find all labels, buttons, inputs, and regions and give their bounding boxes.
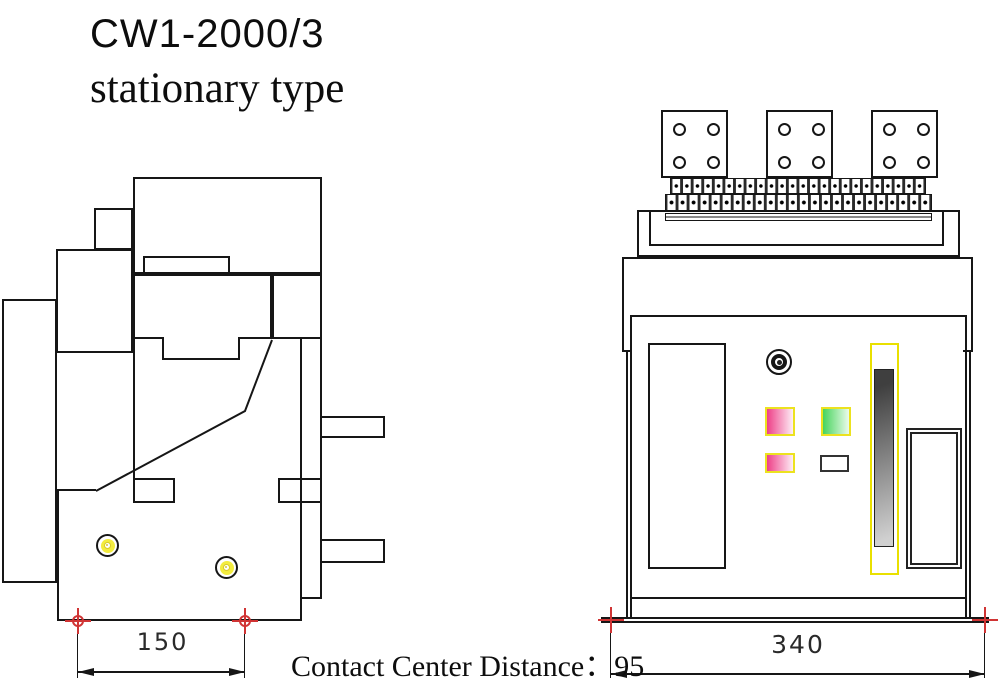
mount-type-title: stationary type: [90, 65, 345, 112]
operating-handle-bar: [874, 369, 894, 547]
front-right-step-line: [963, 350, 973, 352]
front-panel-top-line: [630, 315, 967, 317]
dimension-line: [78, 671, 245, 673]
bolt-hole-icon: [812, 156, 825, 169]
bolt-hole-icon: [778, 123, 791, 136]
contact-center-distance-value: 95: [614, 650, 645, 683]
extension-line: [77, 634, 78, 678]
bolt-hole-icon: [673, 123, 686, 136]
side-rail-outer-line: [320, 339, 322, 599]
nameplate-window-inner: [910, 432, 958, 565]
screw-head-icon: [215, 556, 238, 579]
side-bottom-notch-outline: [162, 337, 240, 360]
datum-marker-icon: [232, 608, 258, 634]
dimension-line: [611, 673, 985, 675]
contact-center-distance-label: Contact Center Distance：: [291, 650, 615, 683]
side-lower-tab-outline: [320, 539, 385, 563]
secondary-terminal-strip-row2: [665, 194, 932, 211]
side-left-crossbar-outline: [133, 478, 175, 503]
datum-marker-icon: [598, 607, 624, 633]
datum-marker-icon: [972, 607, 998, 633]
terminal-rail-bar: [665, 213, 932, 221]
side-left-edge-line: [133, 339, 135, 478]
panel-label-window-outline: [648, 343, 726, 569]
front-panel-bottom-line: [630, 597, 967, 599]
extension-line: [984, 633, 985, 678]
screw-head-icon: [96, 534, 119, 557]
charging-knob-icon: [766, 349, 792, 375]
bolt-hole-icon: [917, 123, 930, 136]
bolt-hole-icon: [707, 123, 720, 136]
bolt-hole-icon: [883, 156, 896, 169]
bolt-hole-icon: [707, 156, 720, 169]
side-mid-right-column-outline: [272, 274, 322, 339]
front-left-step-line: [622, 350, 632, 352]
dimension-arrow-icon: [229, 668, 245, 676]
white-indicator-window: [820, 455, 849, 472]
front-right-wall-inner-line: [965, 315, 967, 620]
side-base-left-line: [57, 489, 59, 621]
model-title: CW1-2000/3: [90, 12, 325, 56]
bolt-hole-icon: [883, 123, 896, 136]
side-rail-cap-line: [300, 597, 322, 599]
pink-indicator-small: [765, 453, 795, 473]
terminal-pad-outline: [766, 110, 833, 178]
side-rail-inner-line: [300, 339, 302, 621]
front-body-upper-band: [622, 257, 973, 352]
side-upper-left-block-outline: [94, 208, 133, 250]
front-width-dimension: 340: [771, 630, 825, 659]
side-width-dimension: 150: [136, 628, 189, 656]
side-left-block-outline: [56, 249, 133, 353]
green-indicator-button: [821, 407, 851, 436]
dimension-arrow-icon: [78, 668, 94, 676]
bolt-hole-icon: [917, 156, 930, 169]
side-mid-body-outline: [133, 274, 272, 339]
front-left-wall-outer-line: [626, 352, 628, 620]
front-left-wall-inner-line: [630, 315, 632, 620]
datum-marker-icon: [65, 608, 91, 634]
secondary-terminal-strip-row1: [670, 178, 926, 194]
side-base-bottom-line: [57, 619, 302, 621]
pink-indicator-button: [765, 407, 795, 436]
operating-handle-slot: [870, 343, 899, 575]
contact-center-distance-note: Contact Center Distance：95: [291, 641, 644, 685]
bolt-hole-icon: [812, 123, 825, 136]
side-upper-tab-outline: [320, 416, 385, 438]
front-top-housing-outline: [637, 210, 960, 257]
side-base-top-line: [57, 489, 96, 491]
side-rear-plate-outline: [2, 299, 57, 583]
extension-line: [244, 634, 245, 678]
bolt-hole-icon: [673, 156, 686, 169]
terminal-pad-outline: [661, 110, 728, 178]
side-inner-ledge-outline: [143, 256, 230, 274]
terminal-pad-outline: [871, 110, 938, 178]
base-flange-bar: [601, 617, 989, 623]
front-top-housing-recess: [649, 210, 944, 246]
dimension-arrow-icon: [969, 670, 985, 678]
nameplate-window-outline: [906, 428, 962, 569]
front-right-wall-outer-line: [969, 352, 971, 620]
extension-line: [610, 633, 611, 678]
dimension-arrow-icon: [611, 670, 627, 678]
bolt-hole-icon: [778, 156, 791, 169]
